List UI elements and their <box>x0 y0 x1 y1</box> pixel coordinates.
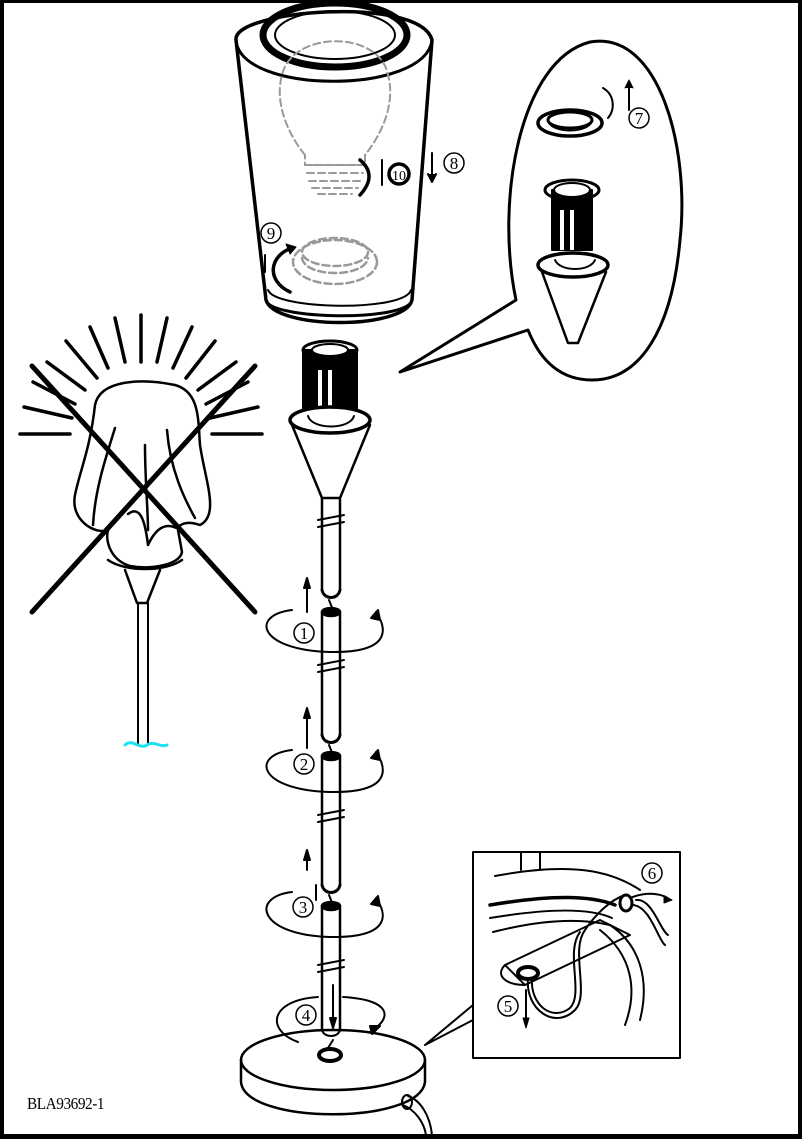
rotate-arrow-icon <box>602 87 614 119</box>
svg-text:3: 3 <box>299 898 308 917</box>
svg-text:10: 10 <box>392 169 406 184</box>
svg-text:7: 7 <box>635 109 644 128</box>
step-4-rotation <box>276 984 386 1043</box>
rotate-arrow-icon <box>271 246 294 294</box>
step-label-8: 8 <box>443 152 465 174</box>
step-label-6: 6 <box>641 862 663 884</box>
warning-no-shade <box>18 313 264 748</box>
svg-text:5: 5 <box>504 997 513 1016</box>
svg-text:1: 1 <box>300 624 309 643</box>
step-label-4: 4 <box>295 1004 317 1026</box>
light-rays-icon <box>18 313 264 436</box>
socket-detail-callout <box>398 39 684 382</box>
step-1-rotation <box>265 577 384 654</box>
step-label-5: 5 <box>497 995 519 1017</box>
lamp-base <box>239 1028 433 1136</box>
ring-hidden-icon <box>291 236 379 286</box>
step-2-rotation <box>265 707 384 794</box>
lamp-socket <box>288 339 372 500</box>
lamp-shade <box>234 0 437 325</box>
step-3-rotation <box>265 849 384 939</box>
base-detail-callout <box>424 851 681 1059</box>
break-wave-icon <box>123 741 169 748</box>
step-label-7: 7 <box>628 107 650 129</box>
svg-text:2: 2 <box>300 755 309 774</box>
bulb-hidden-icon <box>278 40 392 195</box>
lamp-stem <box>317 496 345 1037</box>
svg-text:4: 4 <box>302 1006 311 1025</box>
step-labels: 1 2 3 4 5 6 7 8 <box>260 107 663 1026</box>
svg-text:6: 6 <box>648 864 657 883</box>
step-label-3: 3 <box>292 896 314 918</box>
cross-out-icon <box>29 363 258 615</box>
step-label-10: 10 <box>387 162 411 186</box>
step-label-9: 9 <box>260 222 282 244</box>
rotate-arrow-icon <box>358 158 371 197</box>
step-label-1: 1 <box>293 622 315 644</box>
document-code: BLA93692-1 <box>27 1094 105 1113</box>
svg-text:9: 9 <box>267 224 276 243</box>
step-label-2: 2 <box>293 753 315 775</box>
svg-text:8: 8 <box>450 154 459 173</box>
